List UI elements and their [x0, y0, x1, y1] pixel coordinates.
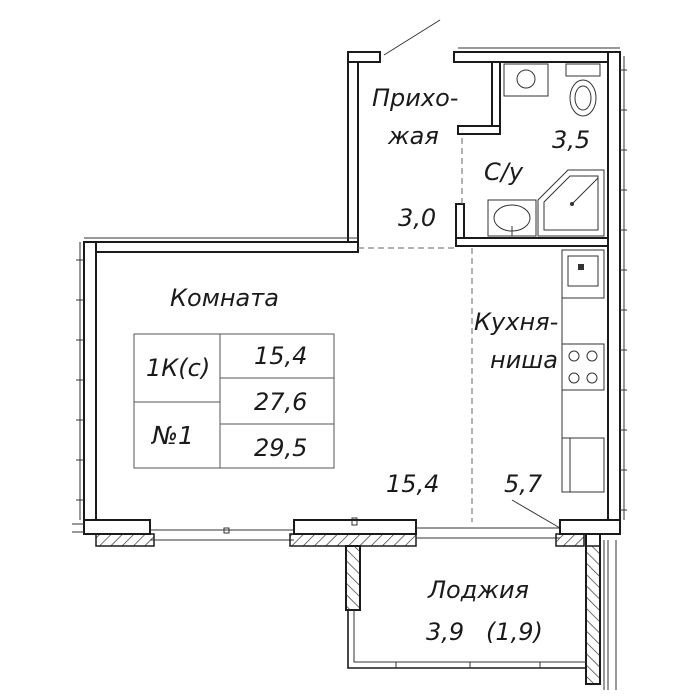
hallway-top-wall-stub: [347, 51, 381, 63]
kitchen-label-line1: Кухня-: [474, 308, 558, 336]
room-area: 15,4: [386, 470, 439, 498]
total-with-loggia-value: 29,5: [254, 434, 307, 462]
bathroom-label: С/у: [484, 158, 524, 186]
walls: [72, 19, 627, 547]
top-wall: [453, 51, 621, 63]
stove: [561, 343, 605, 391]
kitchen-label-line2: ниша: [490, 346, 558, 374]
bathroom-fixtures: [487, 63, 605, 237]
room-top-wall: [83, 241, 359, 253]
loggia-label: Лоджия: [427, 576, 529, 604]
entrance-door-leaf: [383, 19, 441, 56]
loggia-glazing: [347, 610, 586, 669]
bottom-wall-mid: [293, 519, 417, 535]
apartment-number: №1: [150, 421, 194, 450]
loggia-area: 3,9: [426, 618, 464, 646]
summary-table: 1К(с) №1 15,4 27,6 29,5: [133, 333, 335, 469]
washing-machine: [503, 63, 549, 97]
hallway-label-line1: Прихо-: [372, 84, 458, 112]
shower-tray: [537, 169, 605, 237]
hallway-label-line2: жая: [387, 122, 439, 150]
bathroom-partition-stub: [457, 125, 501, 135]
bathroom-area: 3,5: [552, 126, 590, 154]
kitchen-fixtures: [561, 249, 605, 493]
bottom-wall-left: [83, 519, 151, 535]
right-wall: [607, 51, 621, 523]
toilet: [565, 63, 601, 117]
hallway-left-wall: [347, 51, 359, 253]
bathroom-sink: [487, 199, 537, 237]
bottom-wall-right: [559, 519, 621, 535]
bathroom-partition-upper: [491, 61, 501, 135]
living-area-value: 15,4: [254, 342, 307, 370]
room-labels: Прихо- жая 3,0 С/у 3,5 Комната 15,4 Кухн…: [170, 84, 590, 646]
loggia-area-reduced: (1,9): [486, 618, 543, 646]
loggia-walls: [345, 533, 617, 690]
room-label: Комната: [170, 284, 279, 312]
fridge: [561, 437, 605, 493]
room-left-wall: [83, 241, 97, 523]
kitchen-sink: [561, 249, 605, 299]
total-area-value: 27,6: [254, 388, 307, 416]
bathroom-bottom-wall: [455, 237, 609, 247]
apartment-type: 1К(с): [146, 354, 210, 382]
kitchen-area: 5,7: [504, 470, 543, 498]
hallway-area: 3,0: [398, 204, 436, 232]
